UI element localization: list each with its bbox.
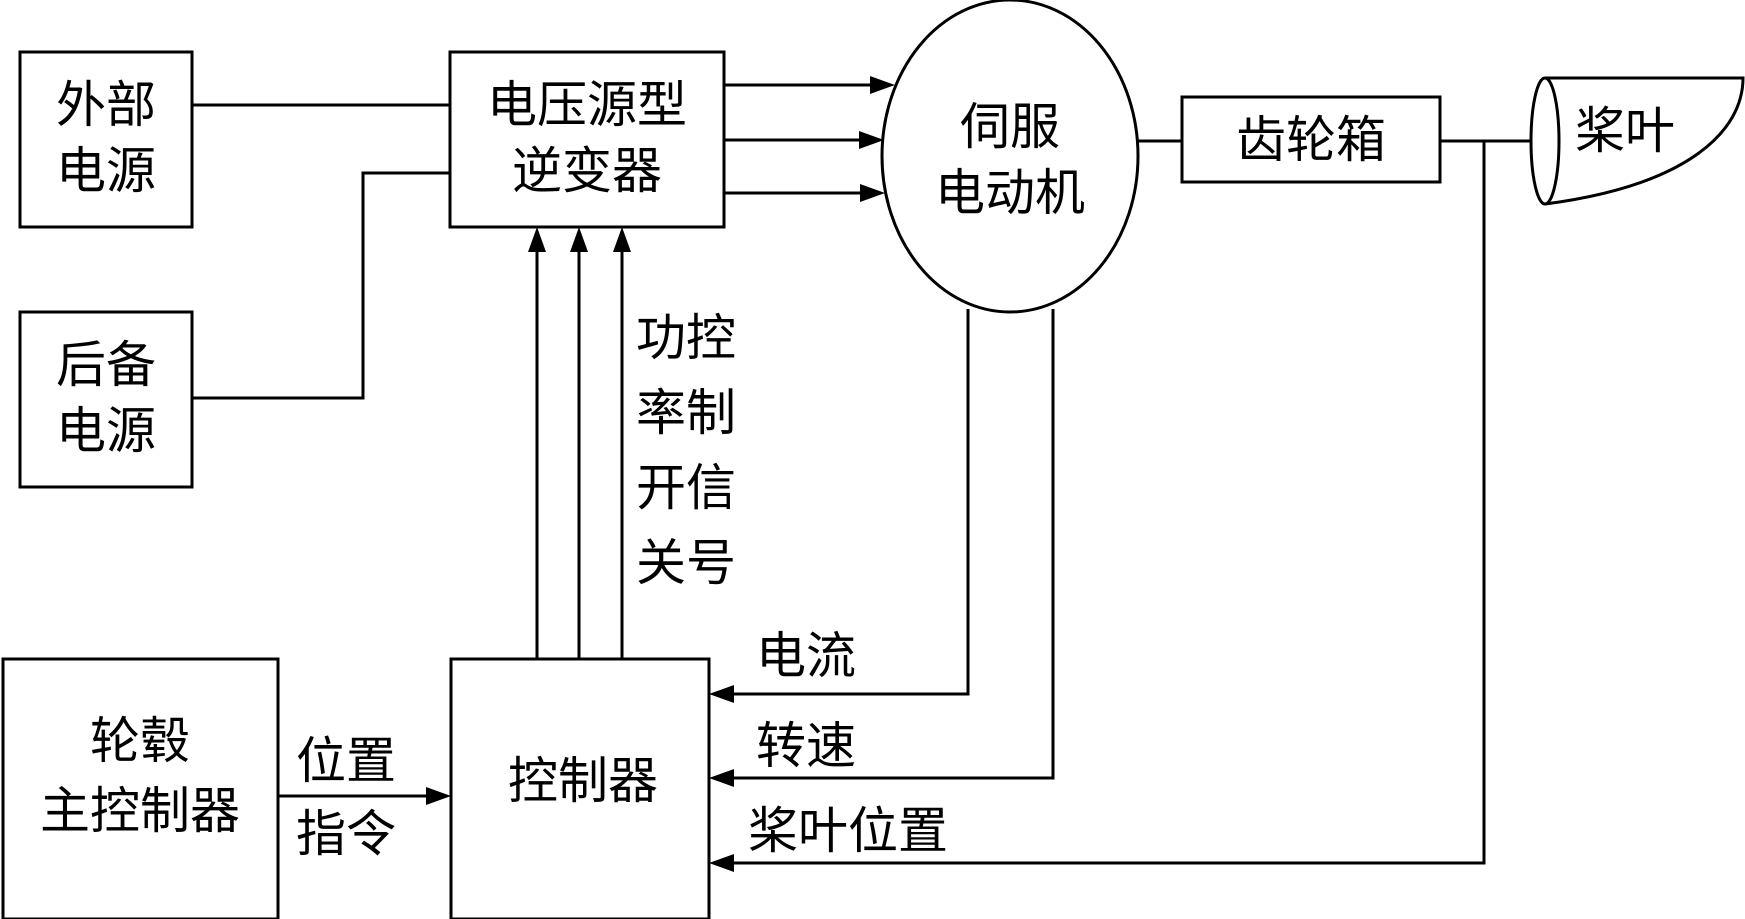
position-command-label-line2: 指令 <box>296 805 396 863</box>
controller-label: 控制器 <box>508 752 658 810</box>
pwm-arrowhead-3 <box>613 227 631 252</box>
inverter-label-line1: 电压源型 <box>487 76 687 134</box>
speed-signal-label: 转速 <box>756 717 856 775</box>
backup-power-label-line1: 后备 <box>56 336 156 394</box>
backup-power-box <box>18 310 194 489</box>
controller-block: 控制器 <box>449 657 711 919</box>
current-signal-label: 电流 <box>756 627 856 685</box>
phase-arrowhead-1 <box>870 76 895 94</box>
blade-position-feedback-arrowhead <box>709 854 734 872</box>
position-command-arrowhead <box>426 787 451 805</box>
external-power-label-line1: 外部 <box>56 76 156 134</box>
servo-motor-block: 伺服 电动机 <box>880 0 1140 314</box>
blade-position-feedback-line <box>724 141 1486 865</box>
external-power-label-line2: 电源 <box>56 142 156 200</box>
blade-shape <box>1544 76 1745 206</box>
blade-root-ellipse <box>1529 76 1561 206</box>
hub-controller-label-line1: 轮毂 <box>90 712 190 770</box>
speed-feedback-arrowhead <box>709 769 734 787</box>
speed-feedback-line <box>724 309 1055 780</box>
pwm-label-row-2: 率制 <box>636 384 736 442</box>
blade-position-signal-label: 桨叶位置 <box>748 802 948 860</box>
backup-power-block: 后备 电源 <box>18 310 194 489</box>
pwm-label-row-3: 开信 <box>636 459 736 517</box>
backup-power-to-inverter-line <box>192 171 450 400</box>
inverter-box <box>448 50 726 229</box>
hub-controller-block: 轮毂 主控制器 <box>1 657 280 919</box>
position-command-label-line1: 位置 <box>296 732 396 790</box>
controller-box <box>449 657 711 919</box>
pwm-arrowhead-1 <box>528 227 546 252</box>
pwm-signal-label: 功控 率制 开信 关号 <box>636 309 736 592</box>
phase-arrowhead-3 <box>860 184 885 202</box>
inverter-label-line2: 逆变器 <box>512 142 662 200</box>
servo-motor-label-line1: 伺服 <box>960 98 1060 156</box>
blade-label: 桨叶 <box>1575 102 1675 160</box>
gearbox-block: 齿轮箱 <box>1180 95 1442 184</box>
pwm-arrowhead-2 <box>570 227 588 252</box>
pwm-label-row-4: 关号 <box>636 534 736 592</box>
phase-arrowhead-2 <box>859 131 884 149</box>
servo-motor-label-line2: 电动机 <box>935 164 1085 222</box>
blade-block: 桨叶 <box>1529 76 1745 206</box>
current-feedback-line <box>724 309 970 696</box>
hub-controller-label-line2: 主控制器 <box>40 782 240 840</box>
inverter-block: 电压源型 逆变器 <box>448 50 726 229</box>
pwm-label-row-1: 功控 <box>636 309 736 367</box>
gearbox-label: 齿轮箱 <box>1236 111 1386 169</box>
servo-motor-ellipse <box>880 0 1140 314</box>
backup-power-label-line2: 电源 <box>56 402 156 460</box>
current-feedback-arrowhead <box>709 685 734 703</box>
external-power-block: 外部 电源 <box>18 50 194 229</box>
external-power-box <box>18 50 194 229</box>
hub-controller-box <box>1 657 280 919</box>
